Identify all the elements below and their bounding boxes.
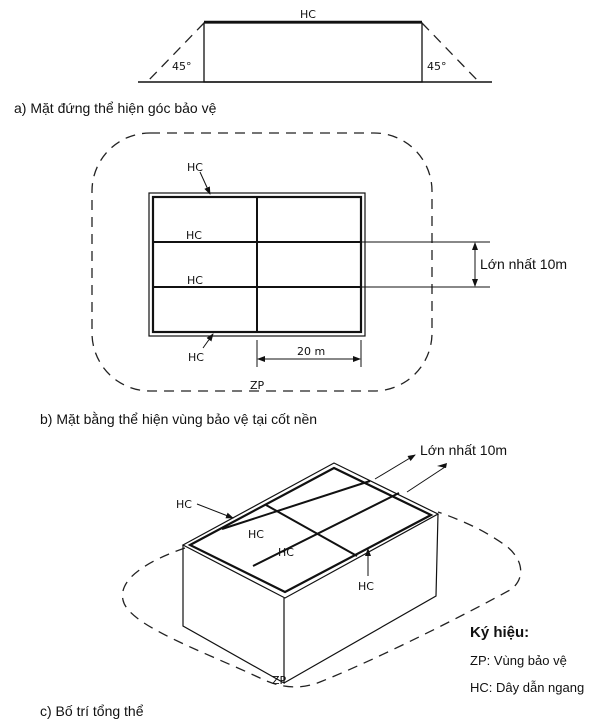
building-outline xyxy=(148,192,366,337)
zone-label-b: ZP xyxy=(250,379,265,392)
hc-label-c-top: HC xyxy=(176,498,192,511)
protection-zone-outline xyxy=(91,132,433,392)
caption-b: b) Mặt bằng thể hiện vùng bảo vệ tại cốt… xyxy=(40,411,317,427)
caption-a: a) Mặt đứng thể hiện góc bảo vệ xyxy=(14,100,217,116)
caption-c: c) Bố trí tổng thể xyxy=(40,703,144,719)
angle-label-right: 45° xyxy=(427,60,447,73)
protection-zone-outline-iso xyxy=(121,511,522,688)
hc-leader-bottom xyxy=(202,333,214,349)
zone-label-c: ZP xyxy=(272,674,287,687)
protection-angle-left xyxy=(146,22,205,83)
dim-ext-iso-2 xyxy=(406,466,446,493)
panel-a-elevation: HC 45° 45° xyxy=(138,8,492,83)
hc-leader-iso-top xyxy=(196,503,234,519)
legend-item-hc: HC: Dây dẫn ngang xyxy=(470,680,584,695)
hc-label-c-row2: HC xyxy=(278,546,294,559)
hc-label-b-bottom: HC xyxy=(188,351,204,364)
front-left-face xyxy=(182,545,285,685)
conductor-row1-iso xyxy=(221,480,371,530)
hc-label-b-row2: HC xyxy=(187,274,203,287)
legend: Ký hiệu: ZP: Vùng bảo vệ HC: Dây dẫn nga… xyxy=(470,624,584,695)
dim-arrow-iso xyxy=(437,463,447,468)
width-label: 20 m xyxy=(297,345,325,358)
conductor-perimeter-iso xyxy=(187,466,434,594)
conductor-middle-iso xyxy=(265,504,358,557)
building-elevation xyxy=(203,22,423,83)
protection-angle-right xyxy=(421,22,480,83)
legend-title: Ký hiệu: xyxy=(470,624,529,641)
hc-label-b-top: HC xyxy=(187,161,203,174)
hc-label-b-row1: HC xyxy=(186,229,202,242)
dim-ext-iso-1 xyxy=(374,454,416,480)
front-right-face xyxy=(283,513,439,684)
hc-label-c-right: HC xyxy=(358,580,374,593)
hc-label-c-row1: HC xyxy=(248,528,264,541)
legend-item-zp: ZP: Vùng bảo vệ xyxy=(470,653,567,668)
angle-label-left: 45° xyxy=(172,60,192,73)
panel-b-plan: Lớn nhất 10m 20 m HC HC HC HC ZP xyxy=(91,132,567,392)
hc-leader-top xyxy=(199,171,211,195)
spacing-label-b: Lớn nhất 10m xyxy=(480,256,567,272)
conductor-row2-iso xyxy=(252,492,400,567)
panel-c-isometric: Lớn nhất 10m HC HC HC HC ZP xyxy=(121,442,522,688)
hc-label-a: HC xyxy=(300,8,316,21)
spacing-label-c: Lớn nhất 10m xyxy=(420,442,507,458)
